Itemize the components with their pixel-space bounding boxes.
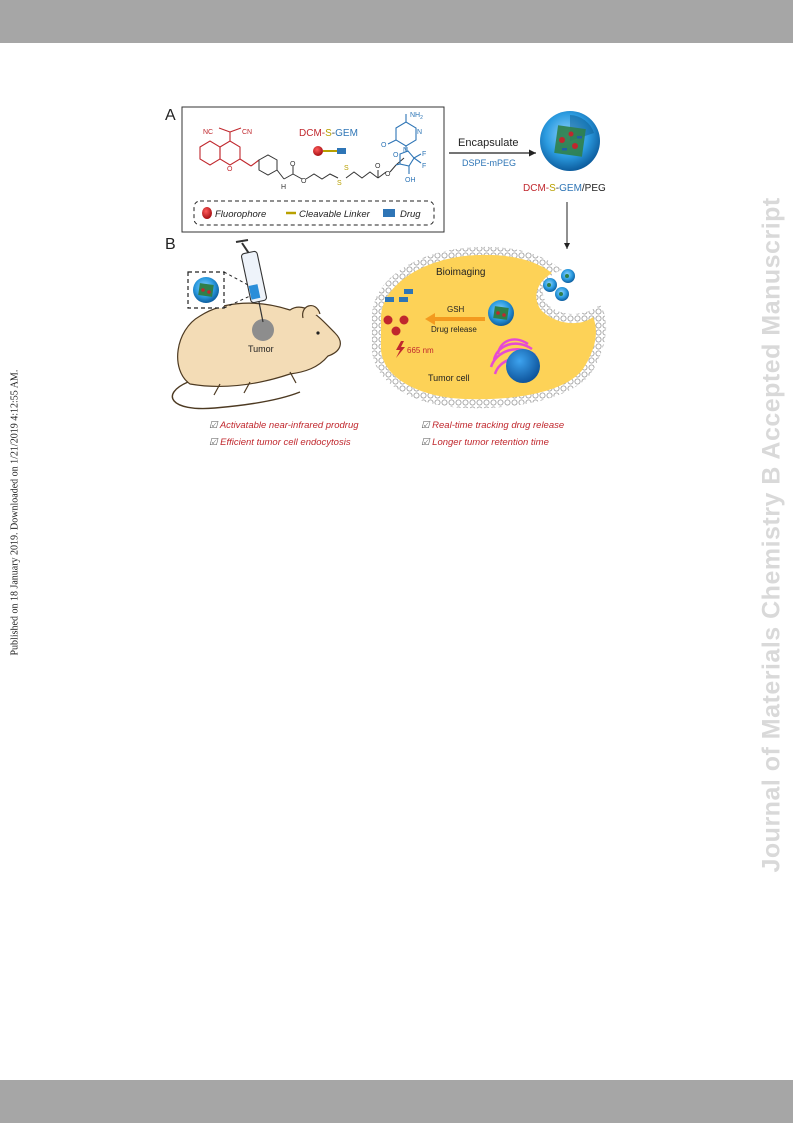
nanoparticle-zoom (193, 277, 219, 303)
syringe-icon (235, 239, 268, 323)
legend-fluorophore: Fluorophore (215, 209, 266, 220)
drug-release-label: Drug release (431, 325, 477, 334)
lightning-icon (396, 341, 405, 358)
n-label-2: N (403, 147, 408, 154)
n-label-1: N (417, 129, 422, 136)
o-label-1: O (290, 161, 296, 168)
drug-legend-icon (383, 209, 395, 217)
tumor-cell-label: Tumor cell (428, 373, 470, 383)
feature-list: ☑ Activatable near-infrared prodrug ☑ Re… (209, 420, 564, 448)
o-label-fluor: O (227, 166, 233, 173)
bioimaging-label: Bioimaging (436, 267, 485, 278)
legend-drug: Drug (400, 209, 421, 220)
feature-2: ☑ Real-time tracking drug release (421, 420, 564, 431)
linker-structure (258, 154, 405, 180)
bottom-bar (0, 1080, 793, 1123)
panel-a-label: A (165, 107, 176, 124)
feature-1: ☑ Activatable near-infrared prodrug (209, 420, 359, 431)
f-label-2: F (422, 163, 426, 170)
s-label-2: S (344, 165, 349, 172)
compound-name: DCM-S-GEM (299, 128, 358, 139)
o-label-2: O (301, 178, 307, 185)
panel-b-label: B (165, 236, 176, 253)
drug-structure (387, 114, 422, 174)
s-label-1: S (337, 180, 342, 187)
compound-schematic (313, 146, 346, 156)
release-arrow (425, 313, 485, 325)
f-label-1: F (422, 151, 426, 158)
top-bar (0, 0, 793, 43)
nucleus (506, 349, 540, 383)
nc-label: NC (203, 129, 213, 136)
h-label: H (281, 184, 286, 191)
o-label-3: O (375, 163, 381, 170)
oh-label: OH (405, 177, 416, 184)
dspe-label: DSPE-mPEG (462, 158, 516, 168)
feature-4: ☑ Longer tumor retention time (421, 437, 549, 448)
gsh-label: GSH (447, 305, 465, 314)
mouse (171, 302, 341, 410)
legend-box (193, 200, 435, 226)
released-drugs (385, 289, 413, 302)
o-label-drug-2: O (393, 152, 399, 159)
encapsulate-label: Encapsulate (458, 137, 519, 149)
cn-label: CN (242, 129, 252, 136)
product-name: DCM-S-GEM/PEG (523, 183, 606, 194)
nanoparticle-big (540, 111, 600, 171)
structure-box (181, 106, 445, 233)
fluorophore-legend-icon (202, 207, 212, 219)
tumor-label: Tumor (248, 344, 274, 354)
legend-linker: Cleavable Linker (299, 209, 371, 220)
o-label-4: O (385, 171, 391, 178)
tumor-spot (252, 319, 274, 341)
cell-body (380, 254, 597, 400)
o-label-drug-1: O (381, 142, 387, 149)
fluorophore-structure (199, 127, 260, 167)
feature-3: ☑ Efficient tumor cell endocytosis (209, 437, 351, 448)
nanoparticle-small-group (543, 269, 575, 301)
released-fluorophores (383, 315, 409, 336)
wavelength-label: 665 nm (407, 346, 434, 355)
nh2-label: NH2 (410, 112, 423, 121)
nanoparticle-inside (488, 300, 514, 326)
